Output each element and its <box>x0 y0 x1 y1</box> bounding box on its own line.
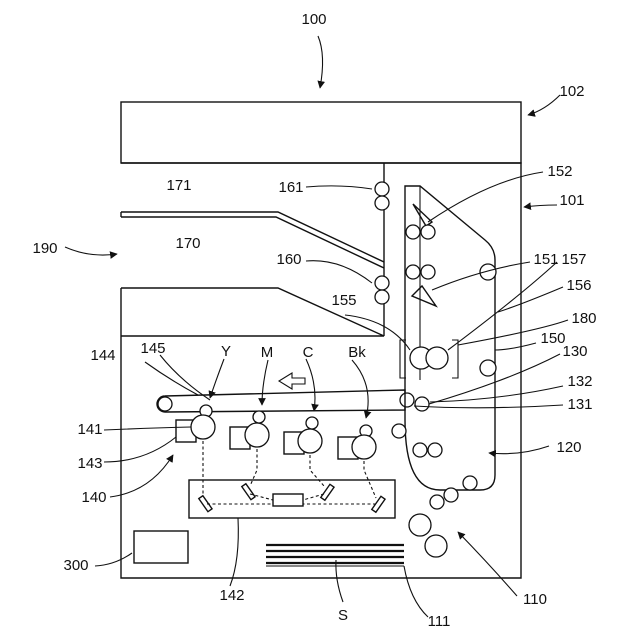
drum-c <box>298 429 322 453</box>
label-143: 143 <box>77 455 102 472</box>
label-156: 156 <box>566 277 591 294</box>
belt-direction-arrow <box>279 373 305 389</box>
path-roller-a2 <box>421 225 435 239</box>
label-300: 300 <box>63 557 88 574</box>
label-130: 130 <box>562 343 587 360</box>
feed-roller-large-1 <box>409 514 431 536</box>
paper-stack <box>266 545 404 566</box>
label-160: 160 <box>276 251 301 268</box>
feed-roller-small-3 <box>463 476 477 490</box>
label-s: S <box>338 607 348 624</box>
fixing-roller-156 <box>426 347 448 369</box>
label-171: 171 <box>166 177 191 194</box>
controller-box <box>134 531 188 563</box>
label-c: C <box>303 344 314 361</box>
label-101: 101 <box>559 192 584 209</box>
label-152: 152 <box>547 163 572 180</box>
label-131: 131 <box>567 396 592 413</box>
transfer-roller-131 <box>400 393 414 407</box>
label-157: 157 <box>561 251 586 268</box>
drum-bk <box>352 435 376 459</box>
conveyance-roller-1 <box>413 443 427 457</box>
roller-160-lower <box>375 290 389 304</box>
feed-roller-small-1 <box>430 495 444 509</box>
drum-y <box>191 415 215 439</box>
label-y: Y <box>221 343 231 360</box>
label-151: 151 <box>533 251 558 268</box>
feed-roller-small-2 <box>444 488 458 502</box>
label-180: 180 <box>571 310 596 327</box>
label-102: 102 <box>559 83 584 100</box>
transfer-roller-130 <box>392 424 406 438</box>
label-142: 142 <box>219 587 244 604</box>
label-m: M <box>261 344 274 361</box>
conveyance-roller-2 <box>428 443 442 457</box>
path-roller-b2 <box>421 265 435 279</box>
label-141: 141 <box>77 421 102 438</box>
label-161: 161 <box>278 179 303 196</box>
label-110: 110 <box>523 591 547 608</box>
label-190: 190 <box>32 240 57 257</box>
label-132: 132 <box>567 373 592 390</box>
label-bk: Bk <box>348 344 366 361</box>
transfer-roller-132 <box>415 397 429 411</box>
label-144: 144 <box>90 347 115 364</box>
path-roller-a1 <box>406 225 420 239</box>
roller-161-upper <box>375 182 389 196</box>
primary-roller-m <box>253 411 265 423</box>
label-111: 111 <box>428 613 451 630</box>
flapper-152 <box>413 204 432 226</box>
drum-m <box>245 423 269 447</box>
belt-roller-left <box>158 397 172 411</box>
roller-161-lower <box>375 196 389 210</box>
label-120: 120 <box>556 439 581 456</box>
flapper-151 <box>412 286 436 306</box>
path-roller-b1 <box>406 265 420 279</box>
duplex-roller-lower <box>480 360 496 376</box>
label-100: 100 <box>301 11 326 28</box>
label-155: 155 <box>331 292 356 309</box>
feed-roller-large-2 <box>425 535 447 557</box>
polygon-mirror <box>273 494 303 506</box>
scanner-unit <box>121 102 521 163</box>
exit-tray <box>121 212 384 268</box>
primary-roller-c <box>306 417 318 429</box>
label-140: 140 <box>81 489 106 506</box>
label-170: 170 <box>175 235 200 252</box>
label-145: 145 <box>140 340 165 357</box>
roller-160-upper <box>375 276 389 290</box>
